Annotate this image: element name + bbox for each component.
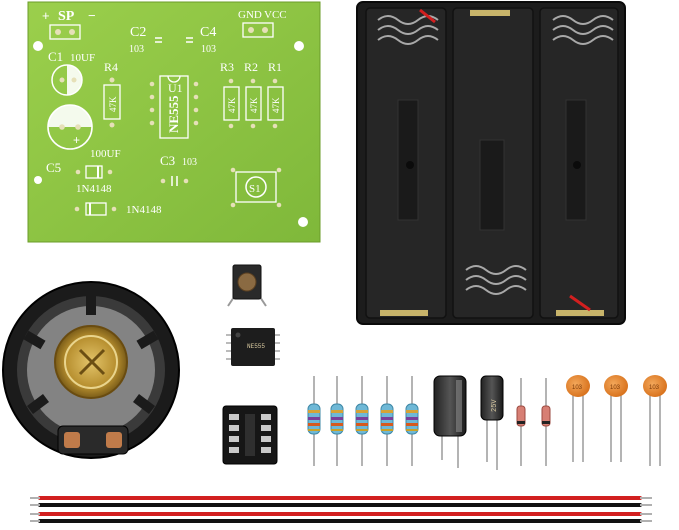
electrolytic-capacitor-small: 25V [480, 375, 504, 470]
ic-socket [222, 405, 278, 465]
pcb-gnd-label: GND [238, 9, 262, 21]
pcb-r1-value: 47K [271, 97, 281, 113]
pcb-c4-value: 103 [201, 44, 216, 55]
pcb-c2-value: 103 [129, 44, 144, 55]
tactile-switch [227, 264, 267, 307]
resistors [307, 376, 419, 466]
pcb-u1-chip: NE555 [166, 95, 181, 133]
diode [516, 378, 526, 466]
pcb-c3-value: 103 [182, 157, 197, 168]
resistor [307, 376, 321, 466]
pcb-c1-value: 10UF [70, 52, 95, 64]
pcb-c2-label: C2 [130, 25, 146, 40]
c5-plus-sign: + [73, 133, 80, 147]
pcb-c3-label: C3 [160, 153, 175, 168]
pcb-c1-label: C1 [48, 49, 63, 64]
pcb-r2-value: 47K [249, 97, 259, 113]
u1-pads [149, 81, 199, 126]
pcb-d1-label: 1N4148 [76, 183, 112, 195]
hookup-wires [30, 496, 652, 523]
ceramic-capacitor: 103 [604, 375, 628, 462]
ceramic-capacitor: 103 [566, 375, 590, 462]
resistor [330, 376, 344, 466]
pcb-c5-value: 100UF [90, 148, 121, 160]
pcb-u1-label: U1 [168, 81, 183, 95]
ne555-chip: NE555 [226, 328, 280, 366]
ceramic-cap-label: 103 [610, 385, 621, 391]
chip-marking: NE555 [247, 343, 265, 350]
pcb-d2-label: 1N4148 [126, 204, 162, 216]
pcb-sp-label: SP [58, 9, 75, 24]
resistor [405, 376, 419, 466]
battery-holder [356, 1, 626, 325]
pcb-c5-label: C5 [46, 160, 61, 175]
pcb-minus-sign: − [88, 8, 96, 23]
pcb-r4-value: 47K [108, 96, 118, 112]
diode [541, 378, 551, 466]
pcb-r3-value: 47K [227, 97, 237, 113]
ceramic-cap-label: 103 [572, 385, 583, 391]
pcb-r3-label: R3 [220, 60, 234, 74]
ceramic-cap-label: 103 [649, 385, 660, 391]
ceramic-capacitor: 103 [643, 375, 667, 466]
pcb-s1-label: S1 [249, 183, 261, 195]
electrolytic-capacitor-large [433, 375, 467, 468]
pcb-r2-label: R2 [244, 60, 258, 74]
resistor [380, 376, 394, 466]
pcb-board: + SP − C2 103 C4 103 GND VCC C1 10UF R4 … [27, 1, 321, 243]
pcb-plus-sign: + [42, 8, 50, 23]
battery-springs [377, 15, 614, 295]
pcb-r4-label: R4 [104, 60, 118, 74]
capacitor-voltage-label: 25V [491, 399, 499, 412]
pcb-c4-label: C4 [200, 25, 216, 40]
resistor [355, 376, 369, 466]
pcb-vcc-label: VCC [264, 9, 287, 21]
speaker [2, 281, 180, 459]
pcb-r1-label: R1 [268, 60, 282, 74]
